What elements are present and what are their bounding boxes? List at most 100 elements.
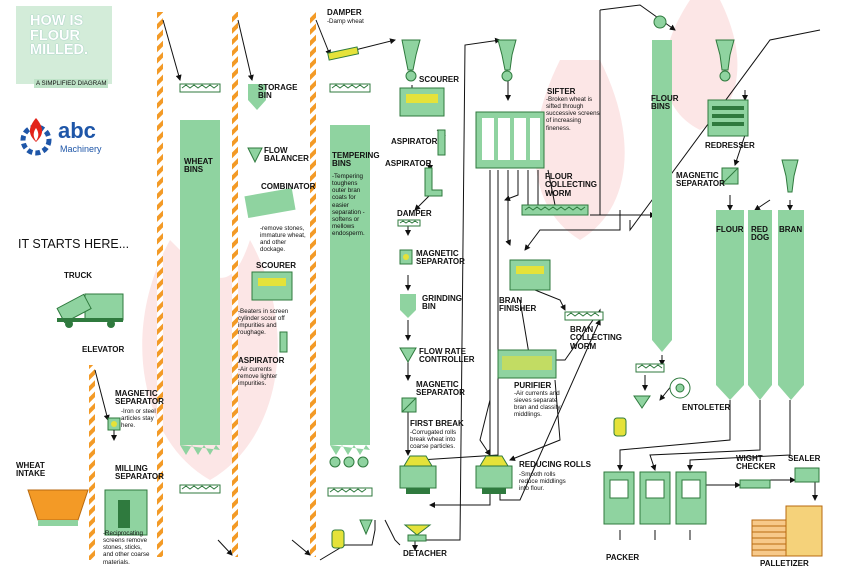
elevator-belt bbox=[89, 365, 95, 560]
title-box: HOW IS FLOUR MILLED. A SIMPLIFIED DIAGRA… bbox=[16, 6, 112, 88]
combinator-icon bbox=[244, 187, 296, 219]
magnetic-separator-1-label: MAGNETIC SEPARATOR bbox=[115, 389, 164, 407]
flour-silo-label: FLOUR bbox=[716, 225, 744, 234]
milling-separator-desc: -Reciprocating screens remove stones, st… bbox=[103, 530, 150, 566]
flow-balancer-icon bbox=[247, 147, 263, 164]
grinding-bin-icon bbox=[400, 294, 416, 318]
flour-collecting-worm-label: FLOUR COLLECTING WORM bbox=[545, 172, 597, 198]
product-silos bbox=[716, 210, 804, 400]
bran-collecting-worm-label: BRAN COLLECTING WORM bbox=[570, 325, 622, 351]
flow-rate-controller-icon bbox=[399, 347, 417, 364]
flour-bins-icon bbox=[635, 15, 672, 373]
flow-balancer-label: FLOW BALANCER bbox=[264, 146, 309, 164]
tempering-bins-icon bbox=[327, 83, 373, 497]
logo-tagline: Machinery bbox=[60, 144, 102, 154]
damper-1-desc: -Damp wheat bbox=[327, 18, 364, 25]
packer-icon bbox=[603, 471, 707, 525]
weight-checker-icon bbox=[739, 479, 771, 489]
sifter-desc: -Broken wheat is sifted through successi… bbox=[546, 96, 600, 132]
flour-funnel-icon bbox=[633, 395, 651, 409]
palletizer-icon bbox=[751, 505, 823, 557]
bran-finisher-icon bbox=[509, 259, 551, 291]
watermark bbox=[142, 0, 738, 480]
detacher-label: DETACHER bbox=[403, 549, 447, 558]
abc-logo: abc Machinery bbox=[20, 118, 102, 156]
reducing-rolls-icon bbox=[475, 455, 513, 494]
first-break-desc: -Corrugated rolls break wheat into coars… bbox=[410, 429, 457, 451]
redresser-label: REDRESSER bbox=[705, 141, 755, 150]
flow-rate-controller-label: FLOW RATE CONTROLLER bbox=[419, 347, 475, 365]
wheat-intake-hopper bbox=[27, 489, 89, 521]
aspirator-3-label: ASPIRATOR bbox=[385, 159, 432, 168]
wheat-bins-icon bbox=[179, 83, 221, 494]
sealer-label: SEALER bbox=[788, 454, 821, 463]
bran-collecting-worm-icon bbox=[564, 311, 604, 321]
tempering-bins-label: TEMPERING BINS bbox=[332, 151, 380, 169]
storage-bin-label: STORAGE BIN bbox=[258, 83, 298, 101]
flour-bins-label: FLOUR BINS bbox=[651, 94, 679, 112]
palletizer-label: PALLETIZER bbox=[760, 559, 809, 568]
elevator-belt bbox=[157, 12, 163, 557]
intro-text: IT STARTS HERE... bbox=[18, 237, 130, 251]
aspirator-3-icon bbox=[424, 167, 443, 197]
packer-label: PACKER bbox=[606, 553, 640, 562]
storage-bin-icon bbox=[248, 84, 266, 110]
aspirator-1-desc: -Air currents remove lighter impurities. bbox=[238, 366, 278, 388]
purifier-desc: -Air currents and sieves separate bran a… bbox=[514, 390, 561, 419]
scourer-1-label: SCOURER bbox=[256, 261, 297, 270]
aspirator-2-label: ASPIRATOR bbox=[391, 137, 438, 146]
aspirator-1-label: ASPIRATOR bbox=[238, 356, 285, 365]
sifter-icon bbox=[475, 111, 545, 169]
scourer-1-desc: -Beaters in screen cylinder scour off im… bbox=[238, 308, 289, 337]
magnetic-separator-2-label: MAGNETIC SEPARATOR bbox=[416, 249, 465, 267]
damper-2-icon bbox=[397, 219, 421, 227]
sealer-icon bbox=[794, 467, 820, 483]
flour-collecting-worm-icon bbox=[521, 204, 589, 216]
first-break-label: FIRST BREAK bbox=[410, 419, 464, 428]
tempering-funnel-icon bbox=[359, 519, 373, 536]
valve-icon bbox=[613, 417, 627, 437]
sifter-label: SIFTER bbox=[547, 87, 576, 96]
magnetic-separator-3-label: MAGNETIC SEPARATOR bbox=[416, 380, 465, 398]
bran-silo-label: BRAN bbox=[779, 225, 803, 234]
scourer-2-label: SCOURER bbox=[419, 75, 460, 84]
tempering-bins-desc: -Tempering toughens outer bran coats for… bbox=[332, 173, 365, 237]
intake-conveyor bbox=[38, 520, 78, 526]
cyclone-4-icon bbox=[781, 159, 799, 193]
red-dog-silo-label: RED DOG bbox=[751, 225, 770, 243]
tempering-valve-icon bbox=[331, 529, 345, 549]
entoleter-label: ENTOLETER bbox=[682, 403, 731, 412]
milling-separator-label: MILLING SEPARATOR bbox=[115, 464, 164, 482]
wheat-bins-label: WHEAT BINS bbox=[184, 157, 213, 175]
bucket-elevators bbox=[89, 12, 316, 560]
elevator-belt bbox=[232, 12, 238, 557]
damper-2-label: DAMPER bbox=[397, 209, 432, 218]
truck-label: TRUCK bbox=[64, 271, 92, 280]
reducing-rolls-desc: -Smooth rolls reduce middlings into flou… bbox=[519, 471, 566, 493]
truck-icon bbox=[56, 293, 124, 328]
aspirator-2-icon bbox=[437, 129, 446, 156]
reducing-rolls-label: REDUCING ROLLS bbox=[519, 460, 591, 469]
diagram-subtitle: A SIMPLIFIED DIAGRAM bbox=[34, 79, 109, 88]
logo-brand: abc bbox=[58, 118, 96, 143]
elevator-belt bbox=[310, 12, 316, 557]
grinding-bin-label: GRINDING BIN bbox=[422, 294, 462, 312]
combinator-desc: -remove stones, immature wheat, and othe… bbox=[260, 225, 306, 254]
magnet-dot-icon bbox=[111, 421, 117, 427]
wheat-intake-label: WHEAT INTAKE bbox=[16, 461, 46, 479]
bran-finisher-label: BRAN FINISHER bbox=[499, 296, 537, 314]
cyclone-2-icon bbox=[497, 39, 517, 71]
diagram-title: HOW IS FLOUR MILLED. bbox=[30, 13, 88, 58]
aspirator-1-icon bbox=[279, 331, 288, 353]
magnetic-separator-4-label: MAGNETIC SEPARATOR bbox=[676, 171, 725, 189]
purifier-label: PURIFIER bbox=[514, 381, 552, 390]
combinator-label: COMBINATOR bbox=[261, 182, 316, 191]
elevator-label: ELEVATOR bbox=[82, 345, 125, 354]
magnetic-separator-1-desc: -Iron or steel articles stay here. bbox=[121, 408, 156, 430]
detacher-icon bbox=[403, 524, 432, 536]
cyclone-3-icon bbox=[715, 39, 735, 71]
cyclone-1-icon bbox=[401, 39, 421, 71]
damper-1-label: DAMPER bbox=[327, 8, 362, 17]
redresser-icon bbox=[707, 99, 749, 137]
